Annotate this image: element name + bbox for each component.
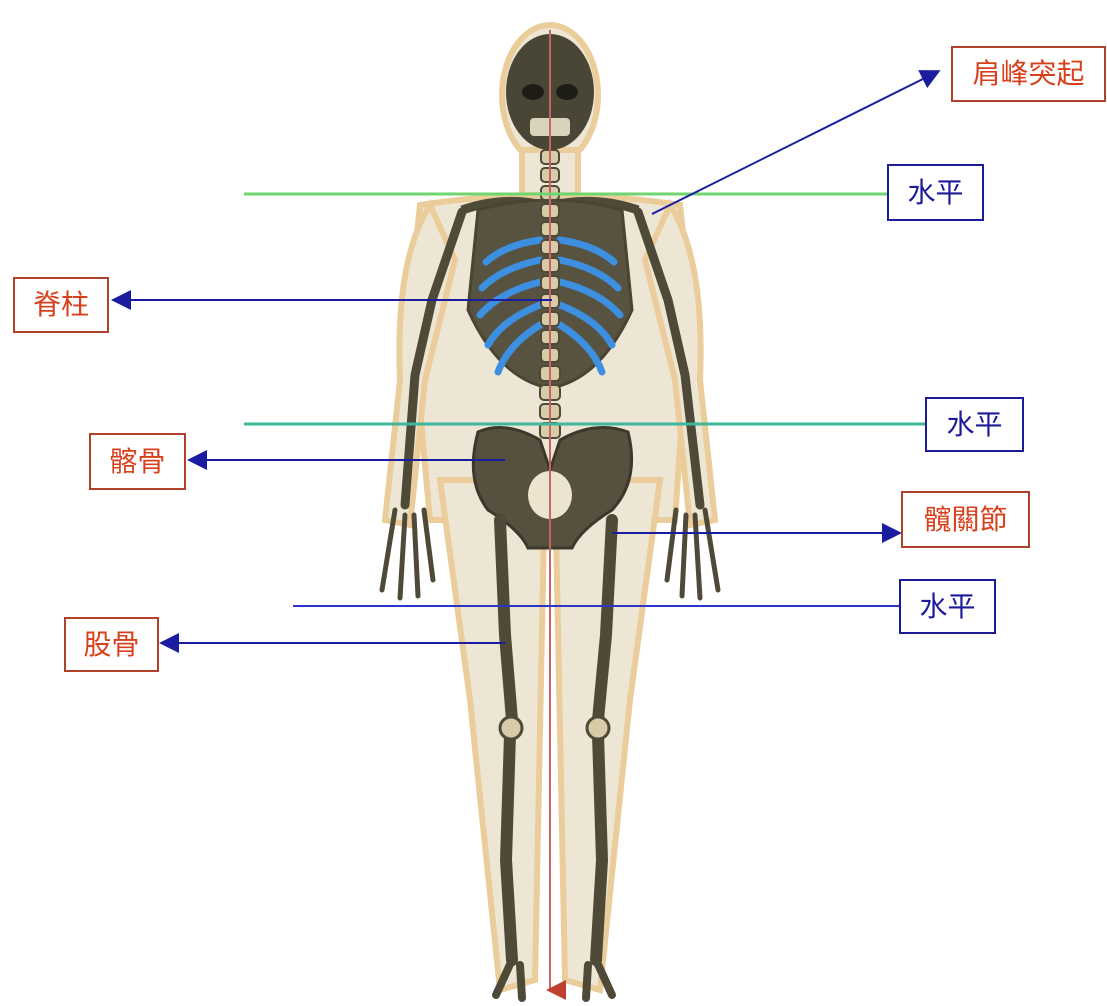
femur-label: 股骨 <box>64 617 159 672</box>
right-knee <box>587 717 609 739</box>
left-knee <box>500 717 522 739</box>
hip-joint-label: 髖關節 <box>901 491 1030 548</box>
hip-level-label: 水平 <box>899 579 996 634</box>
hip-bone-label: 髂骨 <box>89 433 186 490</box>
shoulder-level-label: 水平 <box>887 164 984 221</box>
spine-label: 脊柱 <box>13 277 109 333</box>
acromion-label: 肩峰突起 <box>951 46 1106 102</box>
waist-level-label: 水平 <box>925 397 1024 452</box>
